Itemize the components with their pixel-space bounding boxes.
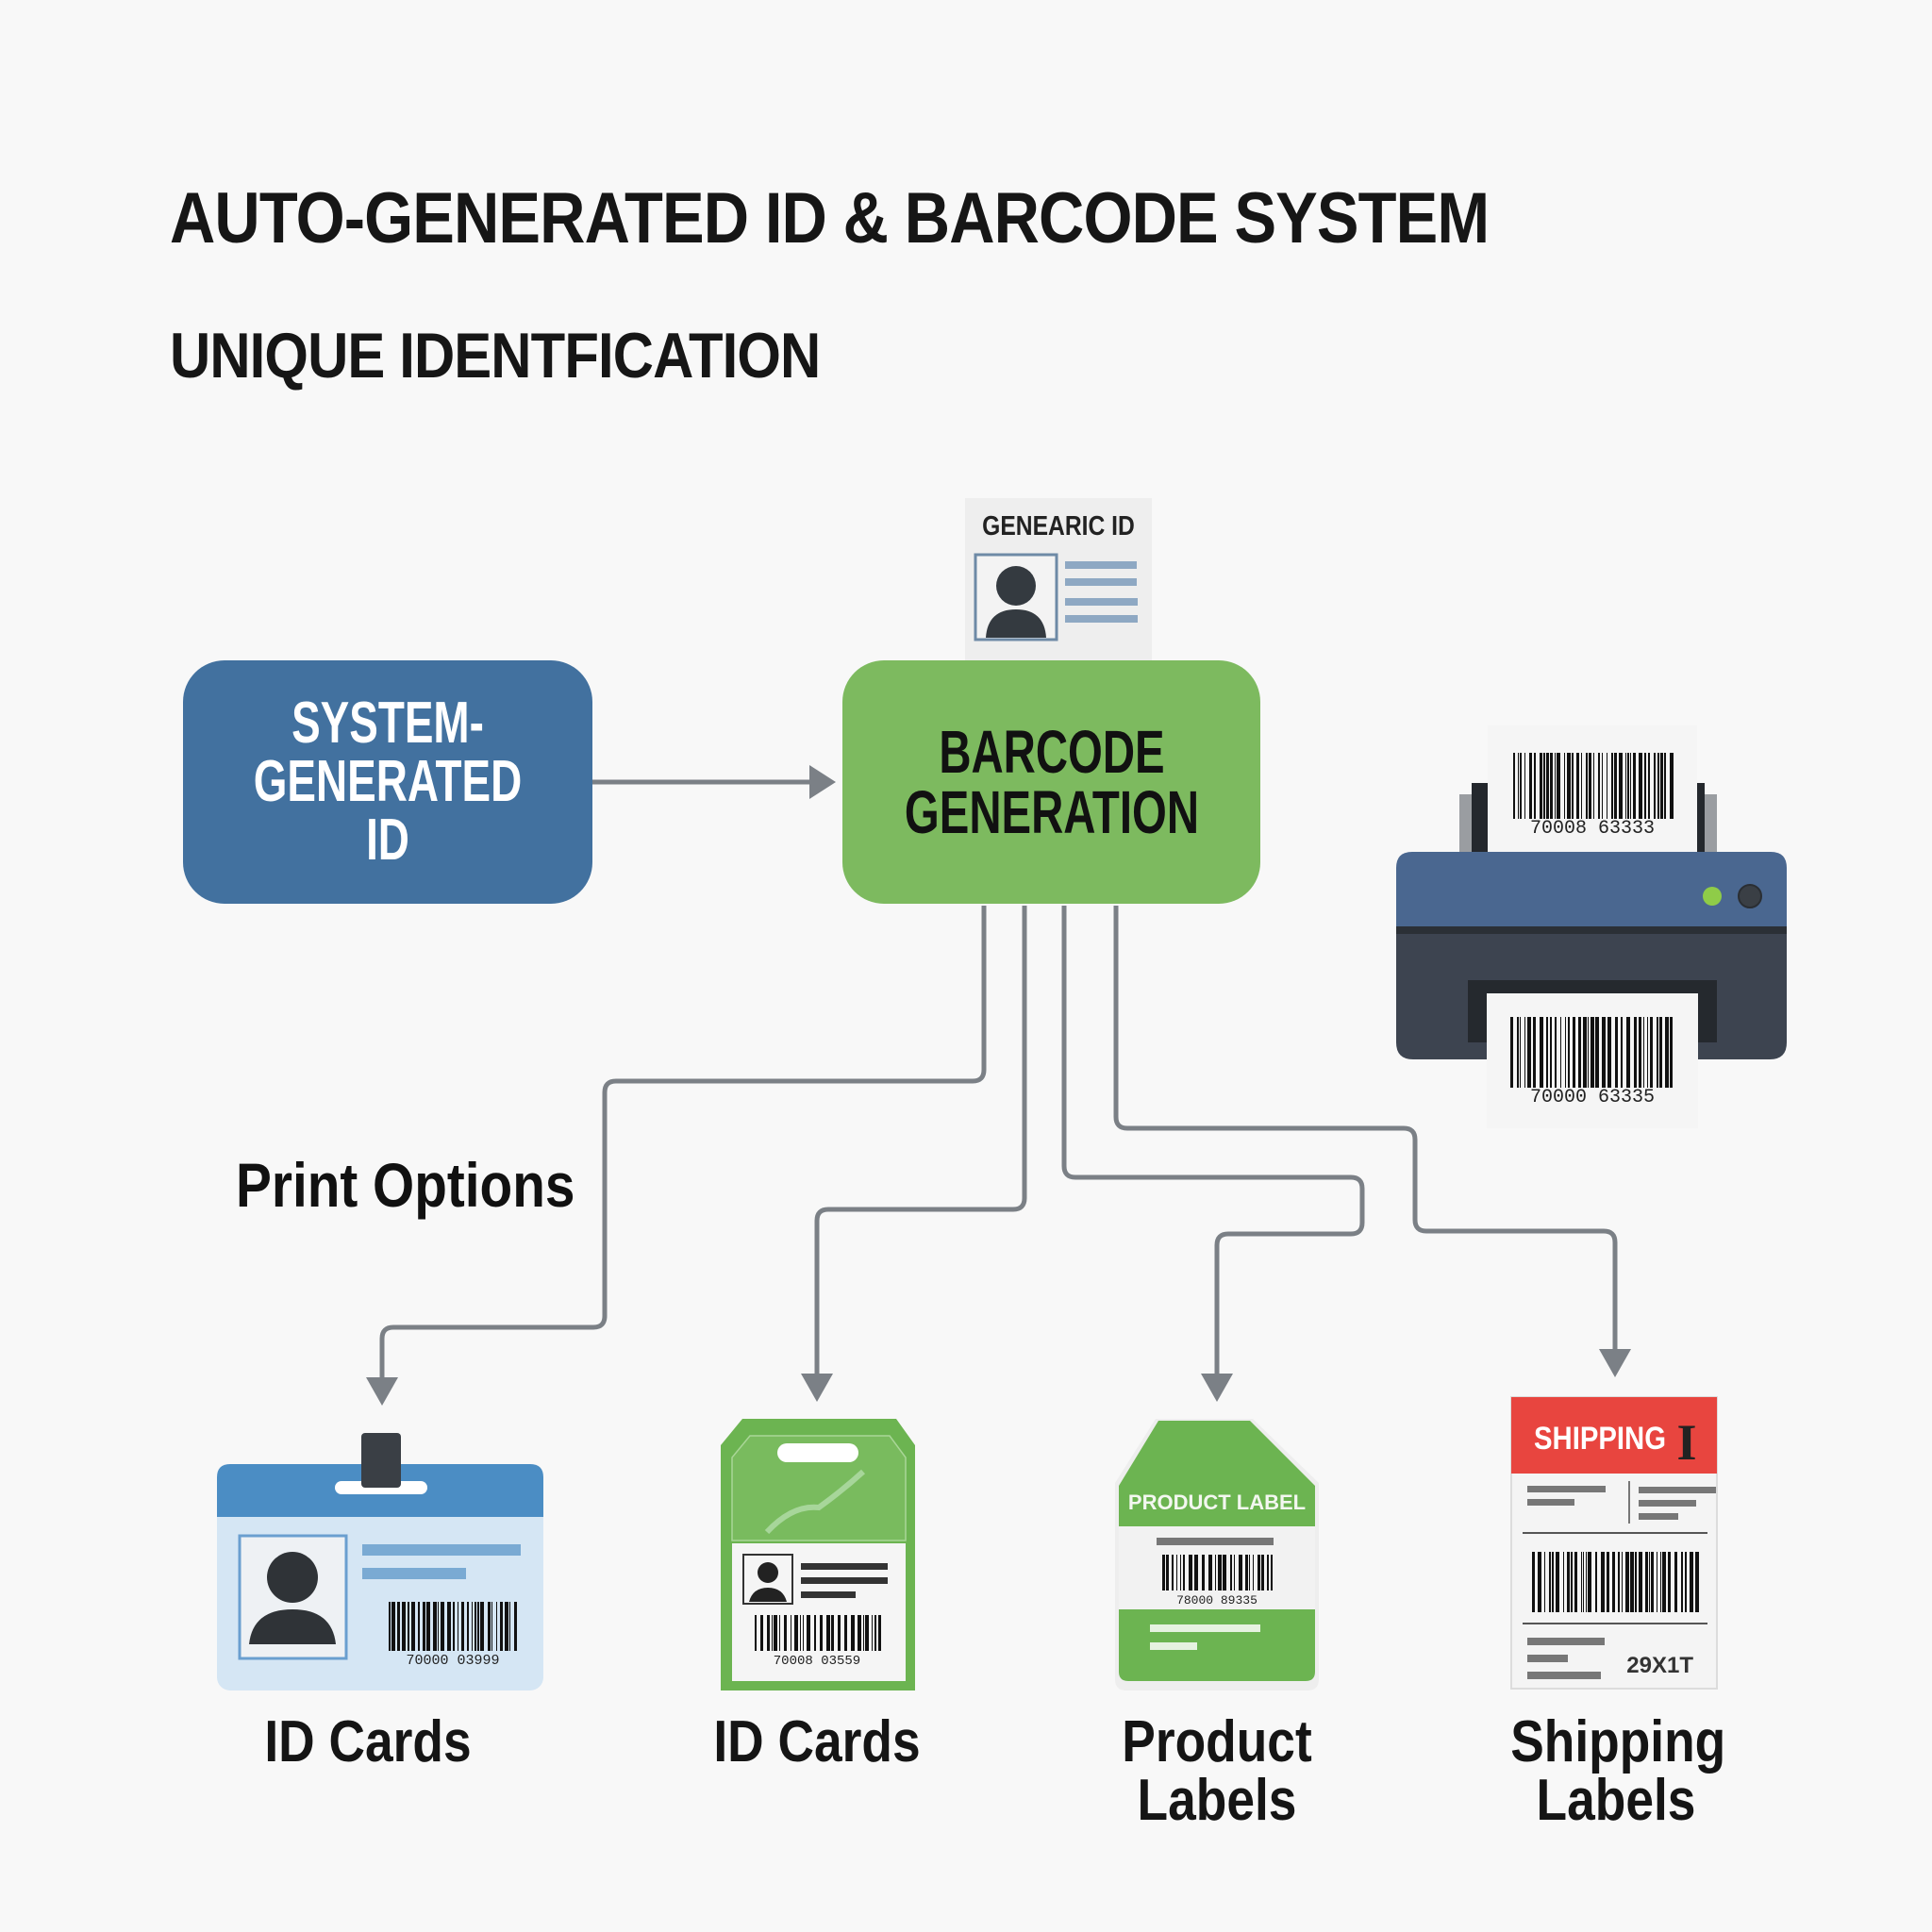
generic-id-graphic (974, 553, 1138, 641)
output-label-product-labels: Product Labels (1111, 1713, 1323, 1830)
person-icon (996, 566, 1036, 606)
generic-id-title: GENEARIC ID (982, 511, 1135, 541)
output-label-line1: Product (1122, 1709, 1312, 1774)
connector-to-id-tag (814, 906, 1027, 1375)
output-label-line1: ID Cards (264, 1709, 472, 1774)
output-label-line2: Labels (1137, 1768, 1297, 1833)
system-id-line1: SYSTEM- (291, 691, 484, 756)
system-id-line2: GENERATED ID (253, 749, 523, 873)
output-label-line2: Labels (1536, 1768, 1696, 1833)
output-label-line1: Shipping (1510, 1709, 1726, 1774)
output-label-id-cards-1: ID Cards (262, 1713, 474, 1772)
arrowhead-product-label (1201, 1374, 1233, 1402)
arrowhead-id-badge (366, 1377, 398, 1406)
person-body-icon (986, 609, 1046, 638)
connector-to-id-badge (379, 906, 987, 1379)
system-generated-id-node[interactable]: SYSTEM- GENERATED ID (183, 660, 592, 904)
output-label-line1: ID Cards (713, 1709, 921, 1774)
barcode-gen-line1: BARCODE (938, 718, 1165, 786)
arrowhead-barcode-node (809, 765, 836, 799)
barcode-gen-line2: GENERATION (904, 778, 1199, 846)
barcode-generation-node[interactable]: BARCODE GENERATION (842, 660, 1260, 904)
connector-to-shipping-label (1113, 906, 1618, 1355)
print-options-label: Print Options (236, 1150, 575, 1220)
page-subtitle: UNIQUE IDENTFICATION (170, 320, 821, 391)
arrowhead-shipping-label (1599, 1349, 1631, 1377)
output-label-shipping-labels: Shipping Labels (1510, 1709, 1726, 1833)
connector-to-product-label (1061, 906, 1365, 1375)
arrowhead-id-tag (801, 1374, 833, 1402)
generic-id-card: GENEARIC ID (965, 498, 1152, 660)
page-title: AUTO-GENERATED ID & BARCODE SYSTEM (170, 178, 1490, 258)
output-label-id-cards-2: ID Cards (711, 1713, 923, 1772)
